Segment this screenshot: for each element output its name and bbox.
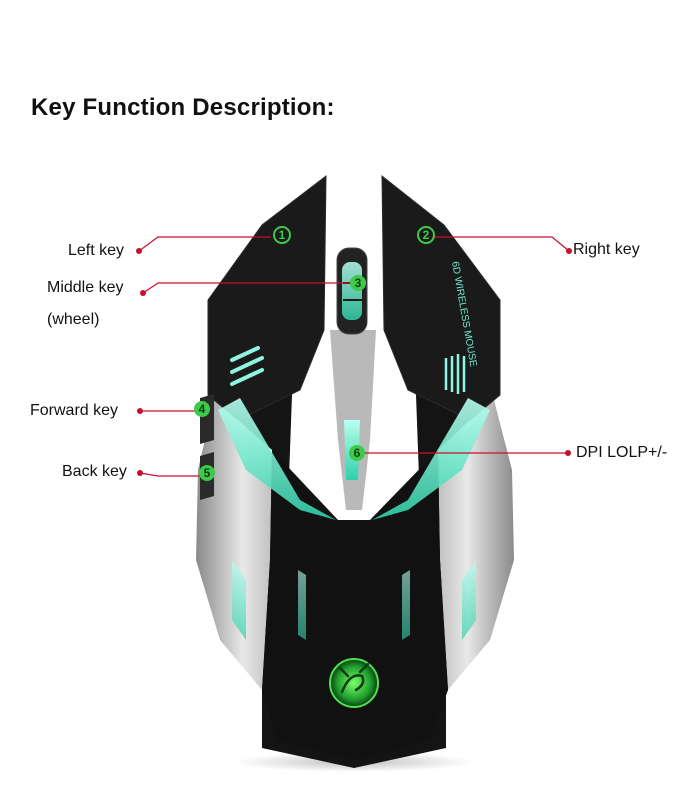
middle-key-sublabel: (wheel) [47, 311, 99, 329]
svg-text:5: 5 [204, 466, 211, 480]
scroll-wheel-glow [342, 262, 362, 320]
svg-text:4: 4 [199, 402, 206, 416]
badge-3: 3 [350, 275, 366, 291]
badge-5: 5 [199, 465, 215, 481]
right-key-label: Right key [573, 241, 640, 259]
svg-text:1: 1 [279, 228, 286, 242]
svg-text:3: 3 [355, 276, 362, 290]
left-key-label: Left key [68, 242, 124, 260]
forward-key-label: Forward key [30, 402, 118, 420]
left-inner-glow [298, 570, 306, 640]
middle-key-label: Middle key [47, 279, 123, 297]
right-inner-glow [402, 570, 410, 640]
right-button-plate[interactable] [382, 176, 500, 420]
dpi-label: DPI LOLP+/- [576, 444, 667, 462]
back-key-label: Back key [62, 463, 127, 481]
left-button-plate[interactable] [208, 176, 326, 420]
badge-4: 4 [194, 401, 210, 417]
svg-text:2: 2 [423, 228, 430, 242]
badge-6: 6 [349, 445, 365, 461]
svg-text:6: 6 [354, 446, 361, 460]
